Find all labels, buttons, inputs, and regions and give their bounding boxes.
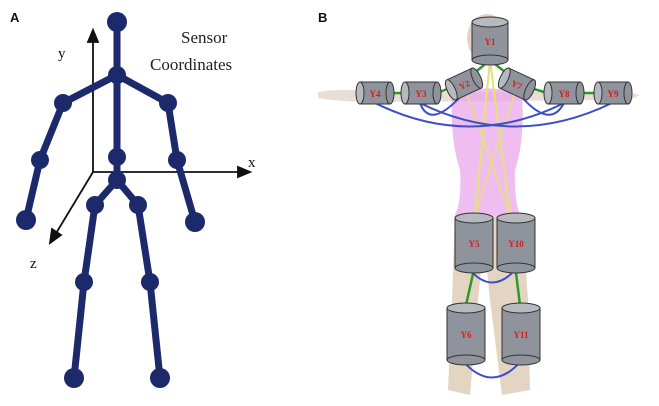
right-forearm-bone (173, 156, 199, 226)
spine-joint (108, 148, 126, 166)
x-axis-arrowhead (237, 165, 253, 179)
link-y2-y10 (463, 85, 511, 216)
sensor-y10-label: Y10 (508, 239, 524, 249)
sensor-y3: Y3 (400, 81, 442, 105)
head-joint (107, 12, 127, 32)
link-y5-y10 (469, 269, 516, 284)
sensor-y1-label: Y1 (485, 37, 496, 47)
neck-joint (108, 66, 126, 84)
sensor-y10: Y10 (496, 212, 536, 274)
sensor-y2-label: Y2 (457, 78, 472, 92)
sensor-y2: Y2 (444, 67, 484, 101)
sensor-y7: Y7 (497, 67, 537, 101)
panel-a-letter: A (10, 10, 20, 25)
panel-a: A Sensor Coordinates y x z (10, 10, 256, 388)
sensor-y4-label: Y4 (370, 89, 381, 99)
left-hand-joint (16, 210, 36, 230)
left-elbow-joint (31, 151, 49, 169)
left-foot-joint (64, 368, 84, 388)
sensor-y11-label: Y11 (513, 330, 529, 340)
sensor-y7-label: Y7 (509, 78, 524, 92)
right-shoulder-joint (159, 94, 177, 112)
left-upper-arm-bone (36, 99, 67, 164)
hip-center-joint (108, 171, 126, 189)
right-knee-joint (141, 273, 159, 291)
right-shoulder-bone (113, 71, 172, 107)
right-upper-arm-bone (164, 99, 181, 164)
link-y3-y9 (419, 102, 613, 128)
sensor-y11: Y11 (501, 302, 541, 366)
right-shin-bone (146, 278, 164, 382)
left-hip-joint (86, 196, 104, 214)
sensor-coordinates-title-line1: Sensor (181, 28, 228, 47)
y-axis-arrowhead (86, 27, 100, 43)
link-y7-y5 (474, 85, 518, 216)
link-y6-y11 (461, 359, 523, 379)
panel-b: B (318, 10, 640, 395)
sensor-y8: Y8 (543, 81, 585, 105)
link-y3-y2-arc (419, 94, 463, 116)
sensor-y3-label: Y3 (416, 89, 427, 99)
left-thigh-bone (80, 201, 99, 286)
z-axis-arrowhead (48, 227, 63, 245)
z-axis (54, 171, 94, 236)
right-hand-joint (185, 212, 205, 232)
sensor-y4: Y4 (355, 81, 395, 105)
right-elbow-joint (168, 151, 186, 169)
sensor-y1: Y1 (471, 16, 509, 66)
right-foot-joint (150, 368, 170, 388)
sensor-y9-label: Y9 (608, 89, 619, 99)
right-hip-joint (129, 196, 147, 214)
sensor-coordinates-title-line2: Coordinates (150, 55, 232, 74)
sensor-y5-label: Y5 (469, 239, 480, 249)
left-shin-bone (70, 278, 88, 382)
z-axis-label: z (30, 256, 37, 272)
sensor-y6-label: Y6 (461, 330, 472, 340)
left-shoulder-bone (59, 71, 121, 107)
sensor-y6: Y6 (446, 302, 486, 366)
sensor-y8-label: Y8 (559, 89, 570, 99)
x-axis-label: x (248, 155, 256, 171)
sensor-y9: Y9 (593, 81, 633, 105)
y-axis-label: y (58, 46, 66, 62)
left-forearm-bone (22, 156, 44, 224)
panel-b-letter: B (318, 10, 327, 25)
left-knee-joint (75, 273, 93, 291)
link-y7-y8-arc (519, 94, 565, 116)
right-thigh-bone (134, 201, 154, 286)
left-shoulder-joint (54, 94, 72, 112)
stick-figure-skeleton (16, 12, 205, 388)
sensor-y5: Y5 (454, 212, 494, 274)
